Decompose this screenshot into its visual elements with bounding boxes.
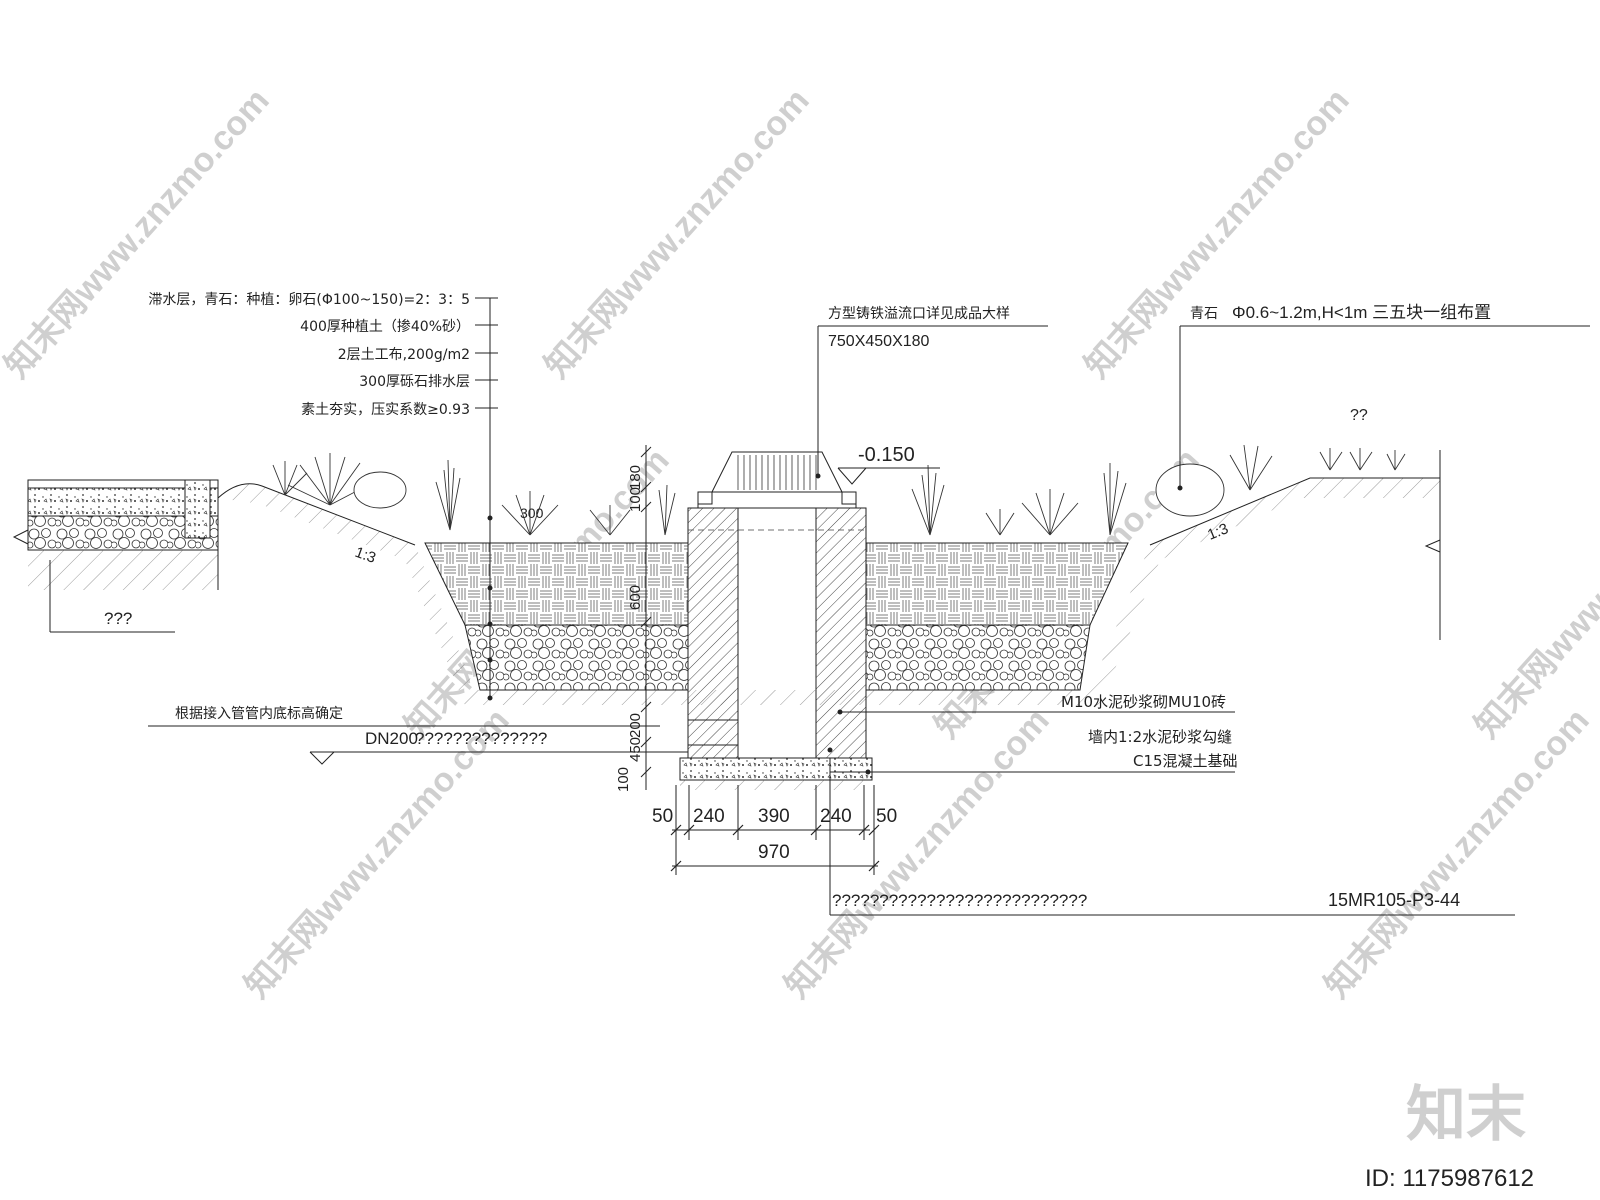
left-pavement: ???	[12, 479, 219, 633]
layer-label-1: 滞水层，青石：种植：卵石(Φ100~150)=2：3：5	[148, 292, 470, 308]
wall-label-3: C15混凝土基础	[1133, 752, 1238, 770]
layers-left	[424, 542, 689, 691]
watermark-text: 知末网www.znzmo.com	[1468, 442, 1600, 746]
dim-390: 390	[758, 806, 790, 827]
overflow-label: 方型铸铁溢流口详见成品大样 750X450X180	[815, 306, 1048, 479]
overflow-title: 方型铸铁溢流口详见成品大样	[828, 306, 1010, 322]
slope-label-left: 1:3	[353, 544, 378, 567]
dim-200: 200	[627, 713, 644, 738]
logo-text: 知末	[1406, 1081, 1526, 1148]
dim-970: 970	[758, 842, 790, 863]
dim-600: 600	[627, 585, 644, 610]
dim-240-right: 240	[820, 806, 852, 827]
bottom-note: ??????????????????????????? 15MR105-P3-4…	[829, 758, 1515, 916]
layer-label-4: 300厚砾石排水层	[359, 374, 470, 390]
layer-label-3: 2层土工布,200g/m2	[338, 347, 470, 363]
elevation-marker: -0.150	[837, 444, 940, 485]
left-layer-labels: 滞水层，青石：种植：卵石(Φ100~150)=2：3：5 400厚种植土（掺40…	[148, 292, 498, 701]
dim-240-left: 240	[693, 806, 725, 827]
layers-right	[865, 542, 1129, 691]
watermark-text: 知末网www.znzmo.com	[538, 82, 817, 386]
stone-name: 青石	[1190, 306, 1218, 322]
pipe-unknown: ??????????????	[415, 729, 547, 748]
bottom-dimensions: 50 240 390 240 50 970	[652, 785, 897, 875]
dim-450: 450	[627, 737, 644, 762]
layer-label-5: 素土夯实，压实系数≥0.93	[301, 402, 470, 418]
pipe-label: 根据接入管管内底标高确定 DN200 ??????????????	[148, 705, 688, 765]
watermark-text: 知末网www.znzmo.com	[1318, 702, 1597, 1006]
dim-100-top: 100	[627, 487, 644, 512]
stone-spec: Φ0.6~1.2m,H<1m 三五块一组布置	[1232, 303, 1491, 322]
vertical-dimensions: 180 100 600 200 450 100	[615, 445, 652, 792]
wall-label-1: M10水泥砂浆砌MU10砖	[1061, 693, 1226, 711]
right-wall-labels: M10水泥砂浆砌MU10砖 墙内1:2水泥砂浆勾缝 C15混凝土基础	[827, 693, 1238, 775]
watermark-group: 知末网www.znzmo.com 知末网www.znzmo.com 知末网www…	[0, 82, 1600, 1006]
overflow-well	[679, 451, 873, 790]
stone-label: 青石 Φ0.6~1.2m,H<1m 三五块一组布置 ??	[1177, 303, 1590, 491]
dim-50-right: 50	[876, 806, 897, 827]
bottom-unknown-note: ???????????????????????????	[832, 891, 1087, 910]
elevation-text: -0.150	[858, 444, 915, 466]
dim-300: 300	[520, 505, 544, 521]
dim-100-bottom: 100	[615, 767, 632, 792]
pipe-note: 根据接入管管内底标高确定	[175, 705, 343, 722]
pipe-dn: DN200	[365, 729, 418, 748]
watermark-text: 知末网www.znzmo.com	[1078, 82, 1357, 386]
ground-profile: 1:3 1:3	[217, 450, 1441, 705]
reference-code: 15MR105-P3-44	[1328, 890, 1460, 910]
plant-note: ??	[1350, 407, 1368, 424]
watermark-text: 知末网www.znzmo.com	[0, 82, 277, 386]
image-id: ID: 1175987612	[1365, 1165, 1534, 1192]
overflow-size: 750X450X180	[828, 333, 930, 350]
plants	[272, 444, 1406, 536]
layer-label-2: 400厚种植土（掺40%砂）	[300, 318, 470, 335]
wall-label-2: 墙内1:2水泥砂浆勾缝	[1088, 728, 1232, 746]
dim-50-left: 50	[652, 806, 673, 827]
slope-label-right: 1:3	[1205, 520, 1231, 544]
left-unknown-label: ???	[104, 609, 132, 628]
dim-180: 180	[627, 465, 644, 490]
